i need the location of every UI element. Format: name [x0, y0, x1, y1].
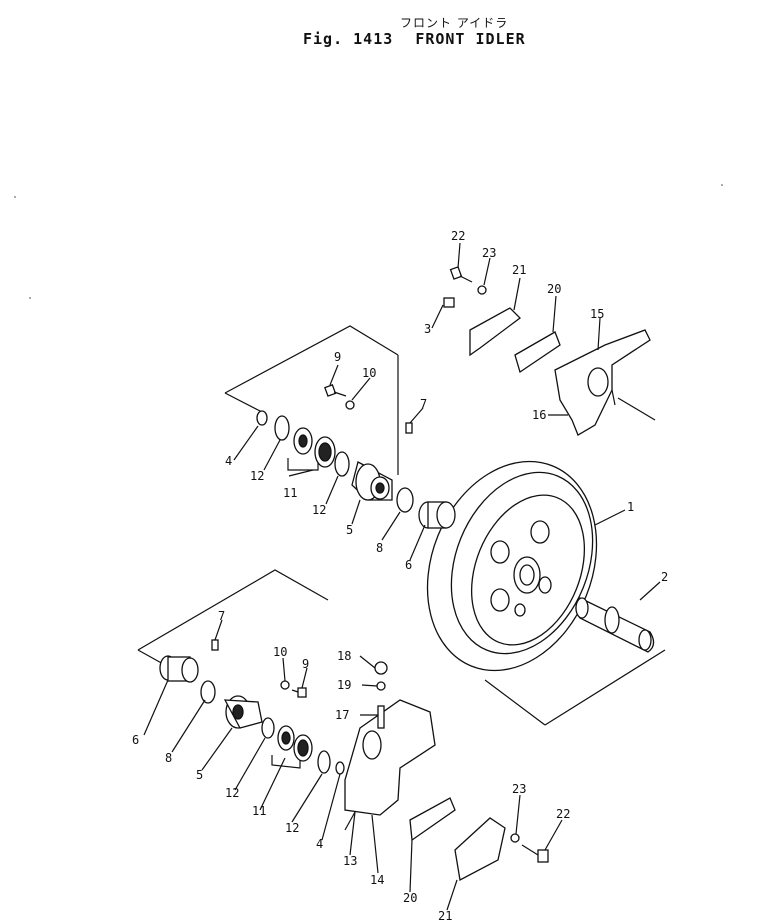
callout-17: 17	[335, 708, 349, 722]
washer-10-upper-part	[345, 400, 355, 410]
pin-7-lower-part	[211, 639, 219, 651]
callout-22-lower: 22	[556, 807, 570, 821]
callout-20-lower: 20	[403, 891, 417, 905]
shim-20-upper-part	[514, 331, 561, 374]
callout-9-lower: 9	[302, 657, 309, 671]
callout-18: 18	[337, 649, 351, 663]
callout-21-lower: 21	[438, 909, 452, 922]
o-ring-lower-8-part	[200, 680, 216, 704]
callout-5-upper: 5	[346, 523, 353, 537]
figure-title: Fig. 1413 FRONT IDLER	[303, 30, 538, 48]
collar-upper-part	[351, 461, 393, 501]
o-ring-upper-part	[256, 410, 268, 426]
seal-ring-upper-a-part	[274, 415, 290, 441]
callout-23-upper: 23	[482, 246, 496, 260]
floating-seal-upper-part	[293, 427, 336, 468]
washer-19-part	[376, 681, 386, 691]
callout-10-lower: 10	[273, 645, 287, 659]
callout-8-upper: 8	[376, 541, 383, 555]
callout-2: 2	[661, 570, 668, 584]
guard-plate-21-upper-part	[469, 307, 521, 357]
bolt-22-upper-part	[449, 266, 473, 283]
seal-ring-lower-a-part	[261, 717, 275, 739]
callout-15: 15	[590, 307, 604, 321]
callout-19: 19	[337, 678, 351, 692]
callout-7-lower: 7	[218, 609, 225, 623]
bolt-22-lower-part	[521, 844, 549, 863]
callout-5-lower: 5	[196, 768, 203, 782]
bolt-9-lower-part	[291, 687, 307, 698]
collar-lower-part	[223, 695, 263, 729]
callout-20-upper: 20	[547, 282, 561, 296]
bushing-lower-part	[159, 655, 199, 683]
callout-12-lower-a: 12	[225, 786, 239, 800]
callout-11-upper: 11	[283, 486, 297, 500]
callout-9-upper: 9	[334, 350, 341, 364]
callout-21-upper: 21	[512, 263, 526, 277]
callout-6-lower: 6	[132, 733, 139, 747]
leader-lines	[143, 242, 661, 911]
callout-22-upper: 22	[451, 229, 465, 243]
seal-ring-upper-b-part	[334, 451, 350, 477]
guard-plate-21-lower-part	[454, 817, 506, 881]
callout-numbers: 1 2 3 4 4 5 5 6 6 7 7 8 8 9 9 10 10 11 1…	[132, 229, 668, 922]
stud-17-part	[377, 705, 385, 729]
callout-14: 14	[370, 873, 384, 887]
idler-wheel-part	[426, 460, 666, 726]
figure-number: Fig. 1413	[303, 30, 394, 48]
bushing-upper-part	[418, 501, 456, 529]
callout-12-lower-b: 12	[285, 821, 299, 835]
guard-lower-part	[344, 699, 436, 831]
floating-seal-lower-part	[277, 725, 313, 762]
washer-23-lower-part	[510, 833, 520, 843]
nut-3-part	[443, 297, 455, 308]
seal-ring-lower-b-part	[317, 750, 331, 774]
callout-3: 3	[424, 322, 431, 336]
callout-16: 16	[532, 408, 546, 422]
pin-7-upper-part	[405, 422, 413, 434]
callout-12-upper-a: 12	[250, 469, 264, 483]
lower-assembly-frame	[137, 569, 329, 666]
callout-10-upper: 10	[362, 366, 376, 380]
guard-upper-part	[554, 329, 656, 436]
callout-12-upper-b: 12	[312, 503, 326, 517]
shim-20-lower-part	[409, 797, 456, 842]
washer-23-upper-part	[477, 285, 487, 295]
callout-23-lower: 23	[512, 782, 526, 796]
o-ring-lower-part	[335, 761, 345, 775]
washer-10-lower-part	[280, 680, 290, 690]
callout-13: 13	[343, 854, 357, 868]
callout-7-upper: 7	[420, 397, 427, 411]
shaft-part	[575, 597, 655, 653]
figure-name: FRONT IDLER	[415, 30, 526, 48]
callout-6-upper: 6	[405, 558, 412, 572]
callout-4-upper: 4	[225, 454, 232, 468]
upper-assembly-frame	[224, 325, 399, 475]
callout-4-lower: 4	[316, 837, 323, 851]
nut-18-part	[374, 661, 388, 675]
bolt-9-upper-part	[324, 384, 347, 397]
callout-11-lower: 11	[252, 804, 266, 818]
callout-1: 1	[627, 500, 634, 514]
callout-8-lower: 8	[165, 751, 172, 765]
o-ring-upper-8-part	[396, 487, 414, 513]
title-japanese: フロント アイドラ	[400, 16, 509, 30]
